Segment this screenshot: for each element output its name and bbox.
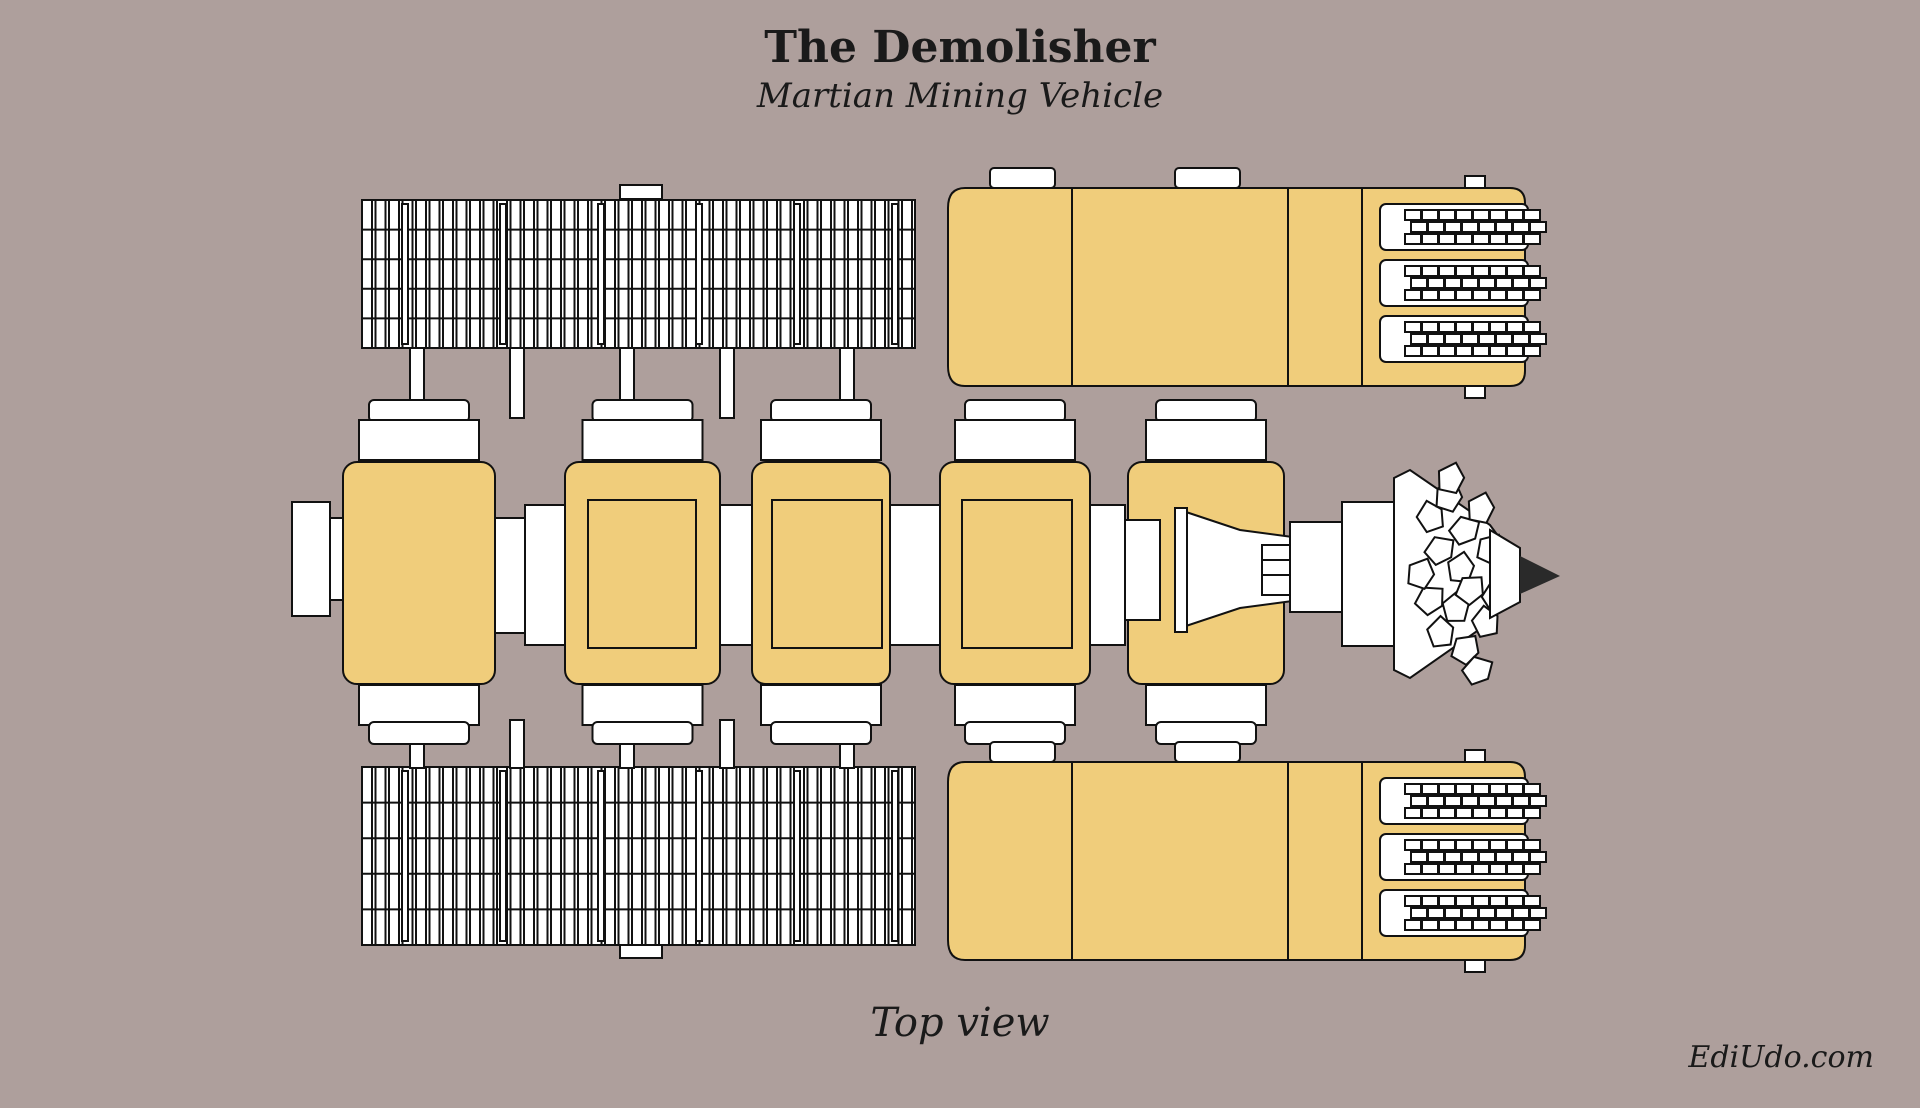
rear-track-bottom xyxy=(361,766,916,959)
rear-track-top xyxy=(361,184,916,349)
front-arm-top xyxy=(947,167,1547,399)
body-segments xyxy=(342,399,1285,745)
page-subtitle: Martian Mining Vehicle xyxy=(756,76,1164,116)
view-caption: Top view xyxy=(870,1000,1050,1046)
drill-tip xyxy=(1489,528,1560,620)
page-title: The Demolisher xyxy=(764,22,1156,73)
front-arm-bottom xyxy=(947,741,1547,973)
credit-link[interactable]: EdiUdo.com xyxy=(1688,1040,1874,1075)
